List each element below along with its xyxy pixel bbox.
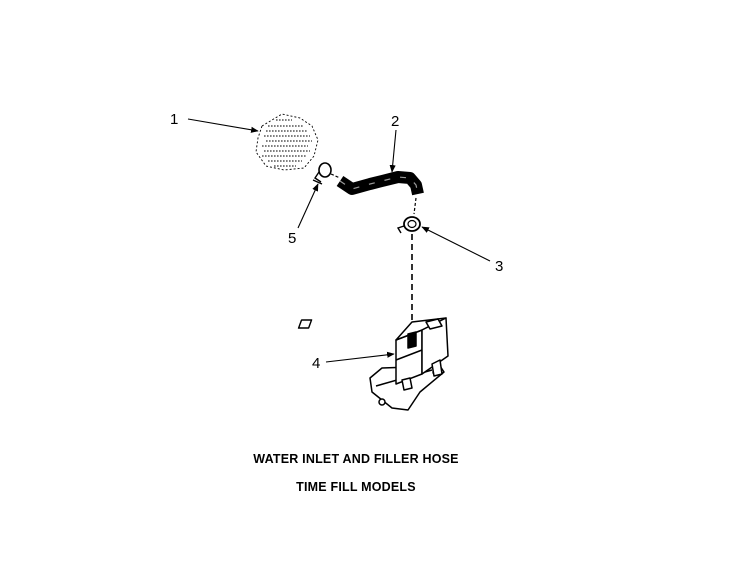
leader-1: [187, 118, 259, 133]
assembly-line-5-2: [330, 173, 341, 179]
leader-4: [325, 351, 395, 363]
leader-3: [421, 226, 491, 262]
callout-4: 4: [312, 355, 320, 372]
callout-1: 1: [170, 111, 178, 128]
leader-5: [297, 183, 319, 229]
part-4-water-inlet: [297, 317, 449, 411]
callout-2: 2: [391, 113, 399, 130]
part-1-instruction-label: [255, 113, 319, 171]
callout-3: 3: [495, 258, 503, 275]
caption-line-1: WATER INLET AND FILLER HOSE: [253, 452, 458, 466]
caption-line-2: TIME FILL MODELS: [296, 480, 416, 494]
assembly-line-2-3: [413, 197, 417, 215]
leader-2: [389, 129, 397, 173]
callout-5: 5: [288, 230, 296, 247]
part-2-filler-hose: [336, 171, 424, 196]
part-3-hose-clamp: [396, 216, 421, 234]
part-5-hose-clamp: [312, 162, 332, 185]
